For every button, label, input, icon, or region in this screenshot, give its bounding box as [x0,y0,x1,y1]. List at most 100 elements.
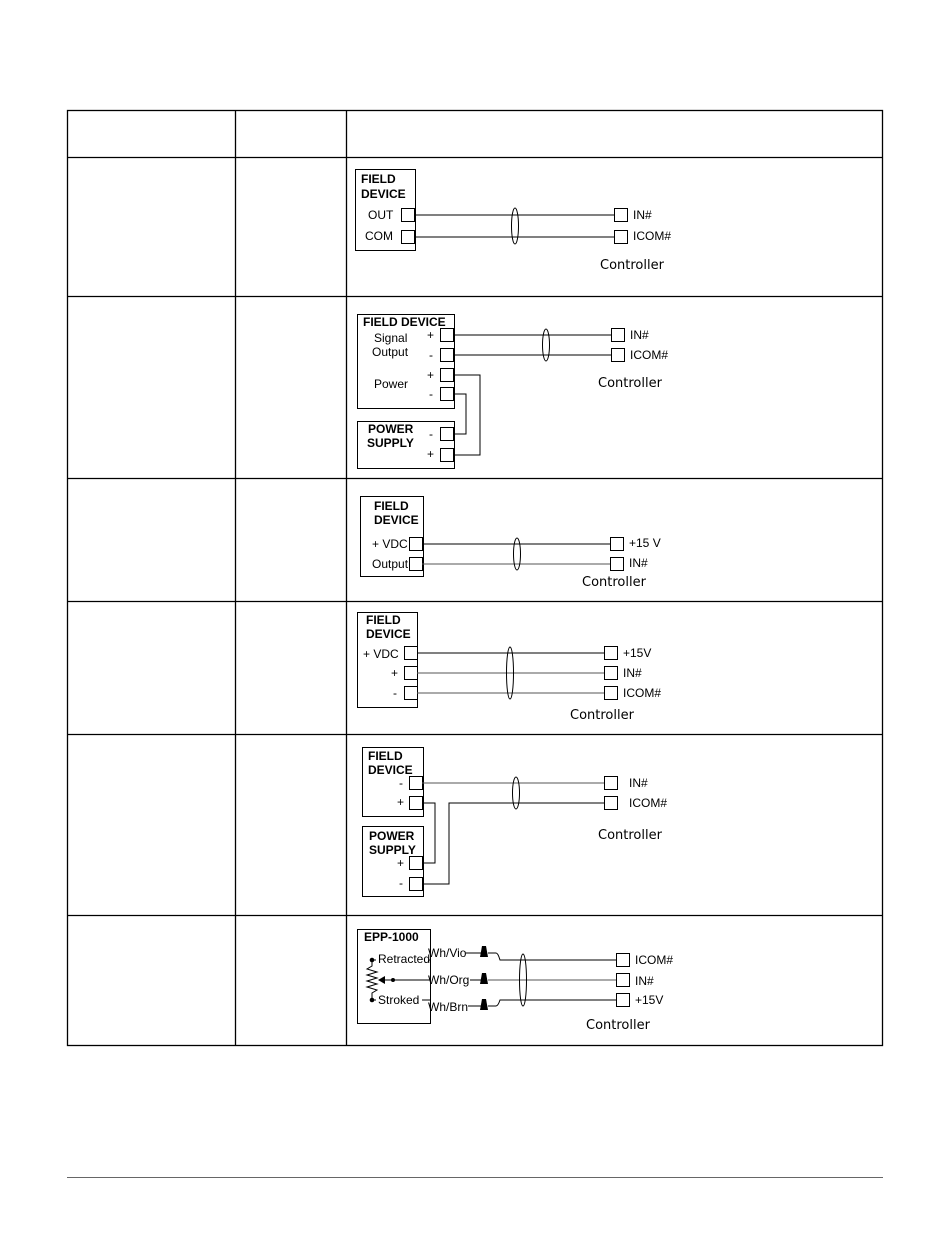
terminal [440,368,454,382]
wire-nut-icon [480,973,488,984]
shield-symbol [513,537,521,571]
controller-terminal-label: +15V [635,993,663,1007]
polarity-label: - [429,427,433,441]
power-supply-box [357,421,455,469]
device-label-line2: DEVICE [366,627,411,641]
terminal [611,348,625,362]
polarity-label: - [429,387,433,401]
terminal [404,646,418,660]
shield-symbol [512,776,520,810]
terminal [440,348,454,362]
wire-nut-icon [480,999,488,1010]
terminal [440,387,454,401]
controller-label: Controller [586,1018,651,1033]
wire-color-label: Wh/Org [428,973,469,987]
controller-label: Controller [598,828,663,843]
wiper-arrow-icon [378,976,385,984]
controller-terminal-label: IN# [623,666,642,680]
controller-terminal-label: IN# [629,556,648,570]
terminal-label: - [393,686,397,700]
node-dot [391,978,395,982]
controller-terminal-label: +15V [623,646,651,660]
device-label-line1: FIELD [366,613,401,627]
terminal-label: COM [365,229,393,243]
polarity-label: + [427,368,434,382]
terminal-label: + VDC [372,537,408,551]
terminal [604,666,618,680]
terminal [616,953,630,967]
terminal [614,230,628,244]
terminal-label: + [397,795,404,809]
terminal [604,646,618,660]
controller-label: Controller [598,376,663,391]
polarity-label: + [427,328,434,342]
terminal [409,796,423,810]
controller-terminal-label: ICOM# [633,229,671,243]
wire-color-label: Wh/Vio [428,946,467,960]
terminal [604,796,618,810]
device-label-line2: DEVICE [361,187,406,201]
polarity-label: + [397,856,404,870]
polarity-label: - [429,348,433,362]
signal-label: Output [372,345,409,359]
power-label: Power [374,377,408,391]
controller-terminal-label: IN# [629,776,648,790]
controller-terminal-label: ICOM# [630,348,668,362]
shield-symbol [542,328,550,362]
terminal [409,856,423,870]
device-label-line1: FIELD [368,749,403,763]
controller-label: Controller [582,575,647,590]
diagram-5: FIELD DEVICE - + IN# ICOM# Controller PO… [362,747,667,897]
terminal [409,557,423,571]
terminal [614,208,628,222]
diagram-2: FIELD DEVICE Signal Output Power + - + -… [357,314,668,469]
diagram-3: FIELD DEVICE + VDC Output +15 V IN# Cont… [360,496,661,590]
device-label: EPP-1000 [364,930,419,944]
terminal [616,973,630,987]
terminal-label: + VDC [363,647,399,661]
controller-terminal-label: ICOM# [623,686,661,700]
terminal [409,877,423,891]
psu-label-line2: SUPPLY [367,436,414,450]
controller-terminal-label: ICOM# [629,796,667,810]
wire-nut-icon [480,946,488,957]
psu-label-line1: POWER [369,829,415,843]
diagram-6: EPP-1000 Retracted Stroked Wh/Vio Wh/Org… [357,929,673,1033]
terminal [616,993,630,1007]
wire-color-label: Wh/Brn [428,1000,468,1014]
device-label-line2: DEVICE [368,763,413,777]
terminal [404,666,418,680]
terminal [409,537,423,551]
terminal [604,776,618,790]
terminal [440,427,454,441]
psu-label-line1: POWER [368,422,414,436]
terminal [404,686,418,700]
epp-1000-box [357,929,431,1024]
position-label: Stroked [378,993,419,1007]
device-label-line1: FIELD [374,499,409,513]
device-label: FIELD DEVICE [363,315,446,329]
terminal-label: Output [372,557,409,571]
terminal [401,208,415,222]
shield-symbol [511,207,519,245]
controller-terminal-label: IN# [635,974,654,988]
terminal [604,686,618,700]
field-device-box [360,496,424,577]
diagram-4: FIELD DEVICE + VDC + - +15V IN# ICOM# Co… [357,612,661,723]
terminal-label: OUT [368,208,394,222]
terminal [610,537,624,551]
terminal [440,328,454,342]
terminal [409,776,423,790]
controller-terminal-label: +15 V [629,536,661,550]
terminal-label: - [399,776,403,790]
controller-terminal-label: IN# [630,328,649,342]
polarity-label: + [427,447,434,461]
controller-label: Controller [570,708,635,723]
device-label-line1: FIELD [361,172,396,186]
controller-label: Controller [600,258,665,273]
controller-terminal-label: IN# [633,208,652,222]
terminal [440,448,454,462]
terminal [611,328,625,342]
terminal [401,230,415,244]
